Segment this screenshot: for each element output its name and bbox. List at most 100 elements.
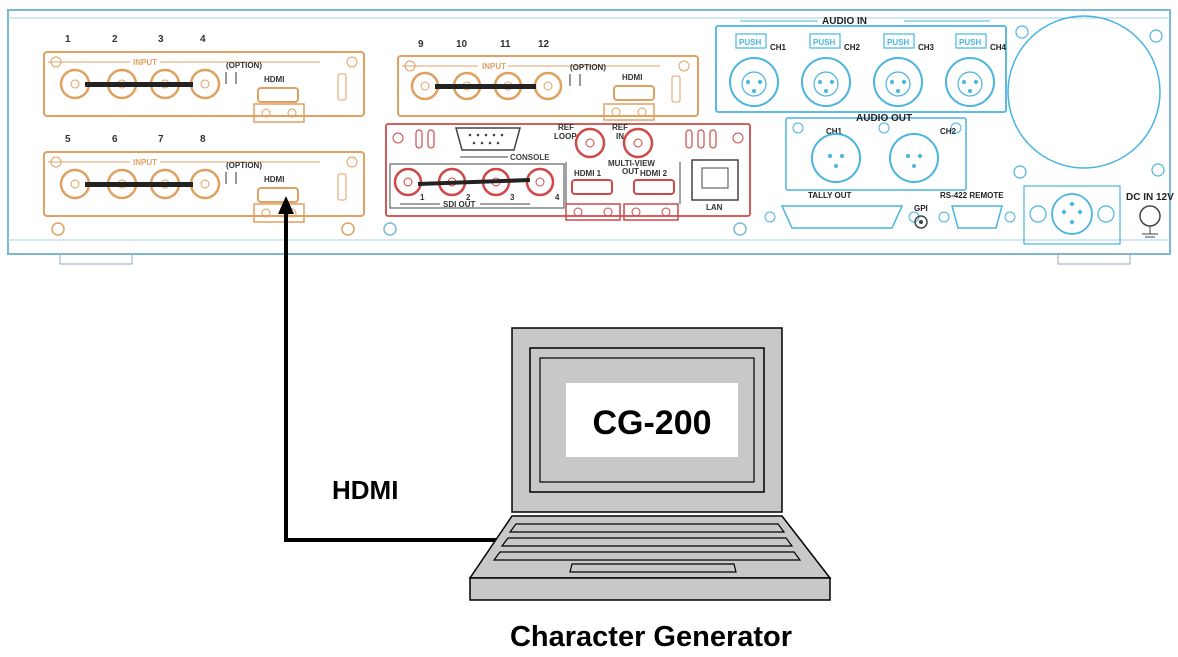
audio-out-label: AUDIO OUT (856, 113, 912, 124)
cable-label: HDMI (332, 475, 398, 505)
gpi-label: GPI (914, 204, 928, 213)
audio-out-outline (785, 117, 967, 191)
multiview-label-1: MULTI-VIEW (608, 159, 655, 168)
audio-out-ch2: CH2 (940, 127, 957, 136)
control-ports: TALLY OUT GPI RS-422 REMOTE (764, 191, 1016, 229)
ref-loop-connector (574, 127, 606, 159)
xlr-in-2 (801, 57, 851, 107)
input-card-3 (397, 55, 699, 117)
sdi-out-label: SDI OUT (443, 200, 476, 209)
svg-text:LOOP: LOOP (554, 132, 577, 141)
xlr-in-1 (729, 57, 779, 107)
audio-out: AUDIO OUT CH1 CH2 (785, 113, 967, 191)
left-foot (59, 253, 133, 265)
input-group-3: 9 10 11 12 INPUT (OPTION) HDMI (397, 39, 699, 121)
sdi-out-3: 3 (510, 193, 515, 202)
audio-in-ch1: CH1 (770, 43, 787, 52)
tally-out-port (780, 205, 904, 229)
right-foot (1057, 253, 1131, 265)
input-4-number: 4 (200, 34, 206, 45)
xlr-in-3 (873, 57, 923, 107)
ref-in-label-2: IN (616, 132, 624, 141)
multiview-hdmi1-port (571, 179, 613, 195)
gpi-port (914, 215, 928, 229)
sdi-out-1: 1 (420, 193, 425, 202)
multiview-label-2: OUT (622, 167, 639, 176)
ref-loop-label-1: REF (558, 123, 574, 132)
output-card: CONSOLE REF LOOP REF IN 1 2 3 4 (385, 123, 751, 221)
multiview-hdmi1-label: HDMI 1 (574, 169, 602, 178)
laptop: CG-200 (468, 327, 832, 601)
input-1-header: INPUT (133, 58, 157, 67)
multiview-hdmi2-port (633, 179, 675, 195)
console-port (455, 127, 521, 151)
input-8-number: 8 (200, 134, 206, 145)
input-7-number: 7 (158, 134, 164, 145)
input-3-header: INPUT (482, 62, 506, 71)
input-1-hdmi-label: HDMI (264, 75, 284, 84)
input-11-number: 11 (500, 39, 511, 50)
multiview-hdmi2-label: HDMI 2 (640, 169, 668, 178)
input-1-hdmi-port (257, 87, 299, 103)
output-card-outline (385, 123, 751, 217)
input-group-2: 5 6 7 8 INPUT (OPTION) HDMI (43, 134, 365, 223)
screen-display-box (566, 383, 738, 457)
input-3-hdmi-port (613, 85, 655, 101)
ref-loop-label-2: LOOP (554, 132, 577, 141)
input-3-option: (OPTION) (570, 63, 606, 72)
audio-in-outline (715, 25, 1007, 113)
input-card-2 (43, 151, 365, 217)
push-label-3: PUSH (887, 38, 909, 47)
hdmi-cable: HDMI (278, 196, 530, 542)
input-5-number: 5 (65, 134, 71, 145)
ref-in-connector (622, 127, 654, 159)
audio-in-label: AUDIO IN (822, 16, 867, 27)
fan-outline (1007, 15, 1161, 169)
tally-out-label: TALLY OUT (808, 191, 852, 200)
xlr-out-2 (889, 133, 939, 183)
svg-text:IN: IN (616, 132, 624, 141)
input-1-number: 1 (65, 34, 71, 45)
input-2-header: INPUT (133, 158, 157, 167)
audio-in-ch4: CH4 (990, 43, 1007, 52)
rs422-label: RS-422 REMOTE (940, 191, 1004, 200)
svg-text:REF: REF (558, 123, 574, 132)
xlr-in-4 (945, 57, 995, 107)
input-group-1: 1 2 3 4 INPUT (OPTION) HDMI (43, 34, 365, 123)
input-1-option: (OPTION) (226, 61, 262, 70)
push-label-2: PUSH (813, 38, 835, 47)
audio-in: AUDIO IN PUSH PUSH PUSH PUSH CH1 CH2 CH3… (715, 16, 1007, 113)
console-label: CONSOLE (510, 153, 550, 162)
xlr-out-1 (811, 133, 861, 183)
push-label-1: PUSH (739, 38, 761, 47)
chassis-outline (7, 9, 1171, 255)
audio-in-ch3: CH3 (918, 43, 935, 52)
rs422-port (951, 205, 1003, 229)
input-9-number: 9 (418, 39, 424, 50)
input-2-number: 2 (112, 34, 118, 45)
ref-in-label-1: REF (612, 123, 628, 132)
cable-arrow-head (278, 196, 294, 214)
input-card-1 (43, 51, 365, 117)
input-3-hdmi-label: HDMI (622, 73, 642, 82)
sdi-out-2: 2 (466, 193, 471, 202)
laptop-screen-text: CG-200 (592, 404, 711, 442)
input-2-option: (OPTION) (226, 161, 262, 170)
back-panel: 1 2 3 4 INPUT (OPTION) HDMI (7, 9, 1174, 265)
power-xlr (1051, 193, 1093, 235)
input-2-hdmi-port (257, 187, 299, 203)
sdi-out-4: 4 (555, 193, 560, 202)
input-10-number: 10 (456, 39, 468, 50)
caption: Character Generator (510, 621, 792, 653)
input-12-number: 12 (538, 39, 550, 50)
dc-in-label: DC IN 12V (1126, 192, 1174, 203)
audio-out-ch1: CH1 (826, 127, 843, 136)
input-3-number: 3 (158, 34, 164, 45)
power-section: DC IN 12V (1023, 185, 1174, 245)
svg-text:REF: REF (612, 123, 628, 132)
lan-label: LAN (706, 203, 723, 212)
input-6-number: 6 (112, 134, 118, 145)
laptop-touchpad (569, 563, 737, 573)
hdmi-cable-line (284, 208, 530, 542)
